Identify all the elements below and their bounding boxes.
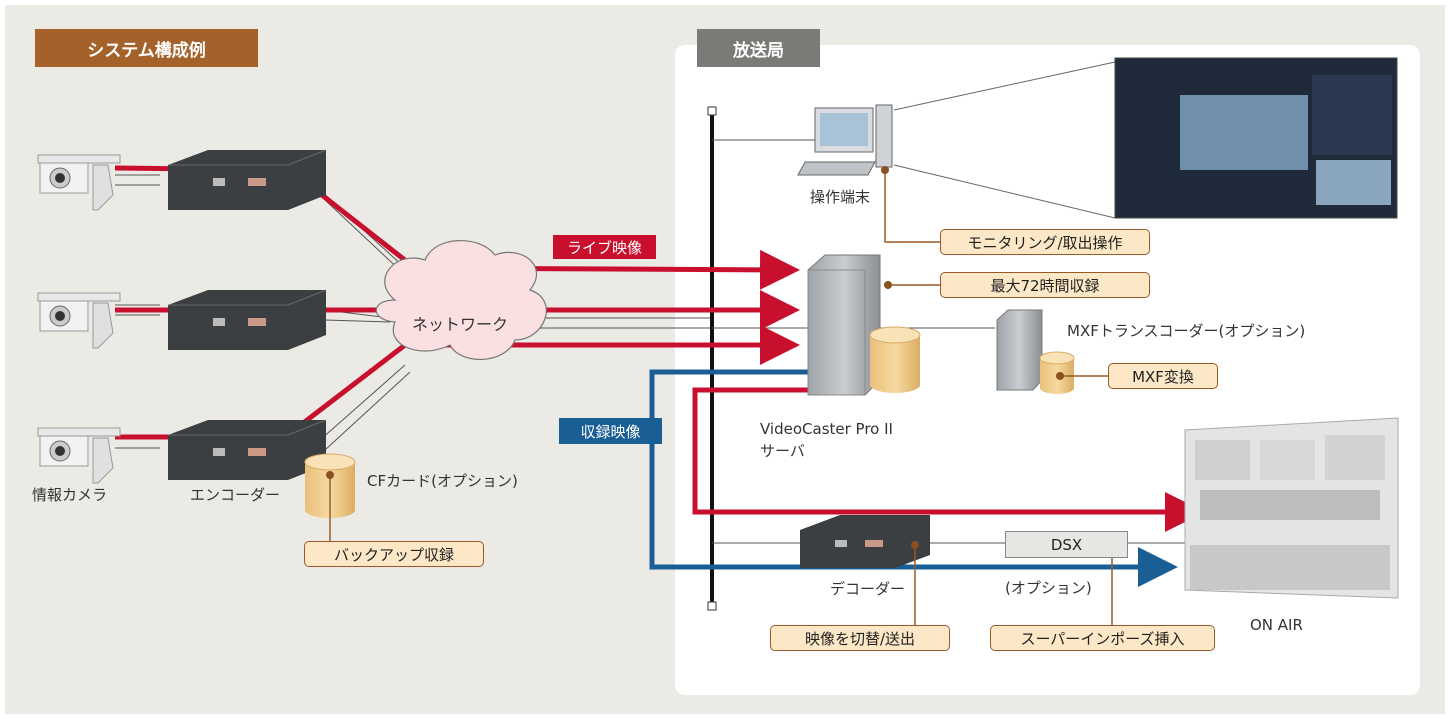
broadcast-station-header: 放送局 [697, 29, 820, 67]
on-air-label: ON AIR [1250, 616, 1303, 634]
recorded-video-path [649, 369, 1178, 587]
system-config-header: システム構成例 [35, 29, 258, 67]
superimpose-callout: スーパーインポーズ挿入 [990, 625, 1215, 651]
server-icon [807, 254, 921, 396]
on-air-studio-image [1184, 417, 1399, 599]
recorded-video-tag: 収録映像 [559, 418, 662, 444]
decoder-icon [800, 515, 930, 568]
transcoder-label: MXFトランスコーダー(オプション) [1067, 322, 1306, 340]
cf-card-label: CFカード(オプション) [367, 472, 518, 490]
transcoder-icon [996, 309, 1075, 394]
decoder-label: デコーダー [830, 580, 906, 598]
camera-icon [37, 154, 121, 484]
callout-leaders [329, 170, 1113, 625]
dsx-box: DSX [1005, 531, 1128, 558]
server-label-line1: VideoCaster Pro II [760, 420, 893, 438]
encoder-icon [168, 149, 327, 480]
encoder-label: エンコーダー [190, 486, 281, 504]
station-backbone [707, 106, 1185, 611]
live-video-tag: ライブ映像 [553, 235, 656, 259]
switch-send-callout: 映像を切替/送出 [770, 625, 950, 651]
terminal-icon [797, 57, 1398, 219]
max-record-callout: 最大72時間収録 [940, 272, 1150, 298]
monitoring-callout: モニタリング/取出操作 [940, 229, 1150, 255]
backup-record-callout: バックアップ収録 [304, 541, 484, 567]
terminal-label: 操作端末 [810, 188, 871, 206]
camera-label: 情報カメラ [32, 486, 108, 504]
mxf-convert-callout: MXF変換 [1108, 363, 1218, 389]
network-label: ネットワーク [412, 315, 509, 334]
option-label: (オプション) [1005, 579, 1092, 597]
server-label-line2: サーバ [760, 442, 805, 460]
network-cloud [375, 240, 547, 360]
